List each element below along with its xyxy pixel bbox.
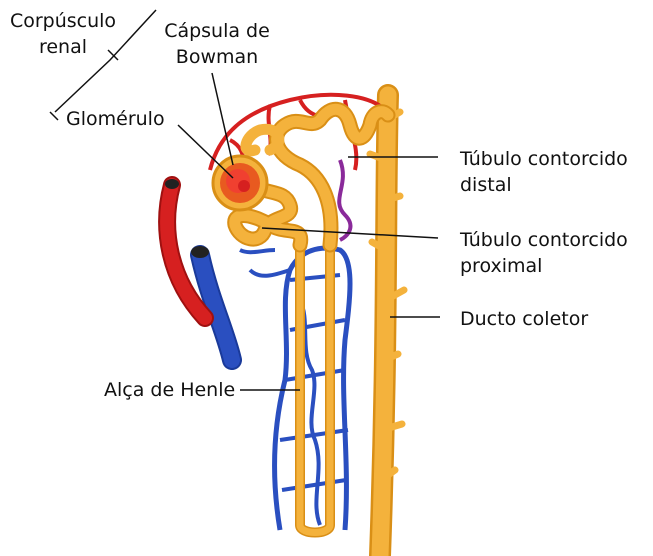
collecting-duct — [366, 84, 408, 556]
label-proximal-line1: Túbulo contorcido — [460, 229, 628, 251]
label-tubulo-proximal: Túbulo contorcido proximal — [460, 227, 628, 279]
corpusculo-bracket — [49, 9, 157, 121]
label-ducto-coletor: Ducto coletor — [460, 308, 589, 330]
leader-lines — [49, 9, 440, 391]
corpusculo-bracket-tick — [107, 49, 119, 61]
label-capsula-line2: Bowman — [175, 46, 259, 68]
label-corpusculo-line2: renal — [38, 36, 88, 58]
capsula-leader — [211, 72, 234, 166]
venous-network — [190, 245, 353, 531]
label-distal-line2: distal — [460, 174, 512, 196]
label-corpusculo: Corpúsculo renal — [4, 8, 122, 60]
artery-opening — [165, 179, 179, 189]
tubule-system — [227, 101, 396, 538]
label-distal-line1: Túbulo contorcido — [460, 148, 628, 170]
label-corpusculo-line1: Corpúsculo — [9, 10, 117, 32]
label-alca-henle: Alça de Henle — [104, 379, 236, 401]
label-glomerulo: Glomérulo — [66, 108, 165, 130]
label-capsula-line1: Cápsula de — [164, 20, 270, 42]
label-tubulo-distal: Túbulo contorcido distal — [460, 146, 628, 198]
renal-corpuscle — [211, 154, 269, 212]
proximal-leader — [261, 227, 439, 239]
label-proximal-line2: proximal — [460, 255, 543, 277]
label-capsula-bowman: Cápsula de Bowman — [162, 18, 272, 70]
vein-opening — [191, 246, 209, 258]
glomerulo-leader — [177, 124, 234, 179]
